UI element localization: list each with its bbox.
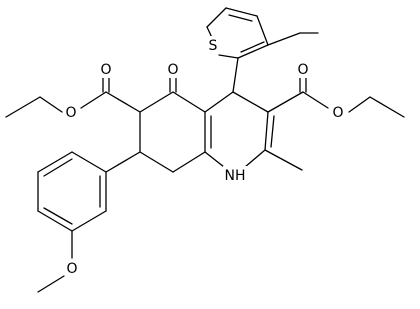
bond-c4-c3 [232, 91, 269, 113]
bond-c7-c8 [139, 151, 174, 173]
bond-c2-c3-ring-outer [237, 44, 269, 59]
bond-ester-left-c-o [80, 91, 107, 109]
nitrogen-atom: NH [223, 166, 249, 184]
bond-c8-c8a [172, 151, 206, 173]
bond-ar-6-1 [71, 151, 107, 173]
bond-ester-left-ch2-ch3 [5, 96, 41, 118]
ester-right-carbonyl-oxygen-label: O [297, 62, 308, 78]
ketone-oxygen-atom: O [166, 60, 180, 78]
bond-c4a-c5 [172, 91, 206, 113]
ester-right-alkoxy-oxygen-atom: O [331, 103, 345, 121]
sulfur-atom: S [206, 36, 220, 54]
methoxy-oxygen-label: O [66, 261, 77, 277]
bond-methoxy-ch3 [37, 275, 65, 293]
bond-c2-methyl [264, 149, 303, 171]
bond-c4-thienyl [232, 57, 239, 93]
bond-c6-ester-carbon [105, 91, 141, 113]
bond-ester-right-o-ch2 [348, 96, 371, 113]
bond-ar-2-3 [71, 210, 107, 232]
atom-labels: S O O O O O O NH [64, 36, 345, 277]
bond-c3-c2-outer [264, 111, 269, 151]
ester-left-carbonyl-oxygen-label: O [100, 62, 111, 78]
ester-right-alkoxy-oxygen-label: O [332, 105, 343, 121]
methoxy-oxygen-atom: O [65, 259, 79, 277]
bond-c3-ester-carbon [267, 91, 304, 113]
bond-c3-c4-outer [225, 7, 258, 17]
bond-ar-5-6-inner [43, 158, 73, 177]
bond-ester-right-ch2-ch3 [369, 96, 405, 118]
bond-c2-n1 [244, 149, 266, 168]
sulfur-label: S [209, 38, 218, 54]
bond-c2-c3 [256, 15, 269, 46]
nitrogen-label: NH [225, 168, 246, 184]
ketone-oxygen-label: O [167, 62, 178, 78]
ester-right-carbonyl-oxygen-atom: O [296, 60, 310, 78]
bond-s-c2 [218, 54, 239, 59]
bond-c4a-c4 [204, 91, 234, 113]
bond-c7-aryl [105, 151, 141, 173]
bonds [5, 7, 405, 293]
bond-ar-5-6 [37, 151, 73, 173]
bond-c3-c4-inner [228, 14, 253, 22]
bond-c2-c3-ring-inner [240, 41, 265, 53]
bond-ar-3-4 [37, 210, 73, 232]
ester-left-alkoxy-oxygen-label: O [65, 105, 76, 121]
bond-c3-c2-inner [270, 115, 275, 148]
bond-c4-c5 [206, 7, 227, 28]
bond-methyl-thiophene [267, 32, 301, 46]
bond-c5-c6 [139, 91, 174, 113]
bond-ester-right-c-o [302, 91, 329, 109]
bond-n1-c8a [204, 151, 225, 168]
bond-ar-3-4-inner [43, 207, 73, 225]
ester-left-alkoxy-oxygen-atom: O [64, 103, 78, 121]
ester-left-carbonyl-oxygen-atom: O [99, 60, 113, 78]
bond-ester-left-o-ch2 [39, 96, 63, 113]
